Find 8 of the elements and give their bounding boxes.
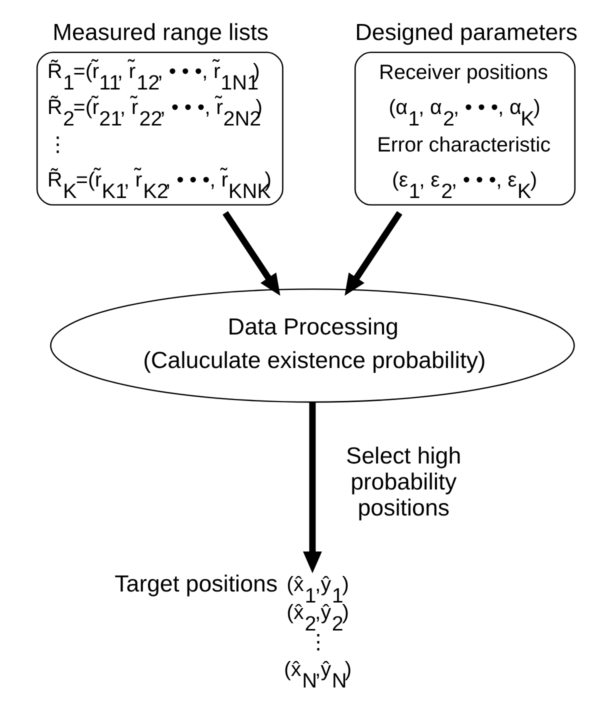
node-label: Measured range lists — [52, 18, 268, 45]
arrow — [302, 402, 322, 574]
node-ellipse: Data Processing (Caluculate existence probability) — [50, 288, 574, 403]
arrow — [344, 211, 402, 296]
node-label: Target positions — [114, 570, 278, 597]
arrow — [222, 211, 280, 296]
edge-label: Select high probability positions — [346, 442, 461, 520]
node-label: Designed parameters — [354, 18, 578, 45]
